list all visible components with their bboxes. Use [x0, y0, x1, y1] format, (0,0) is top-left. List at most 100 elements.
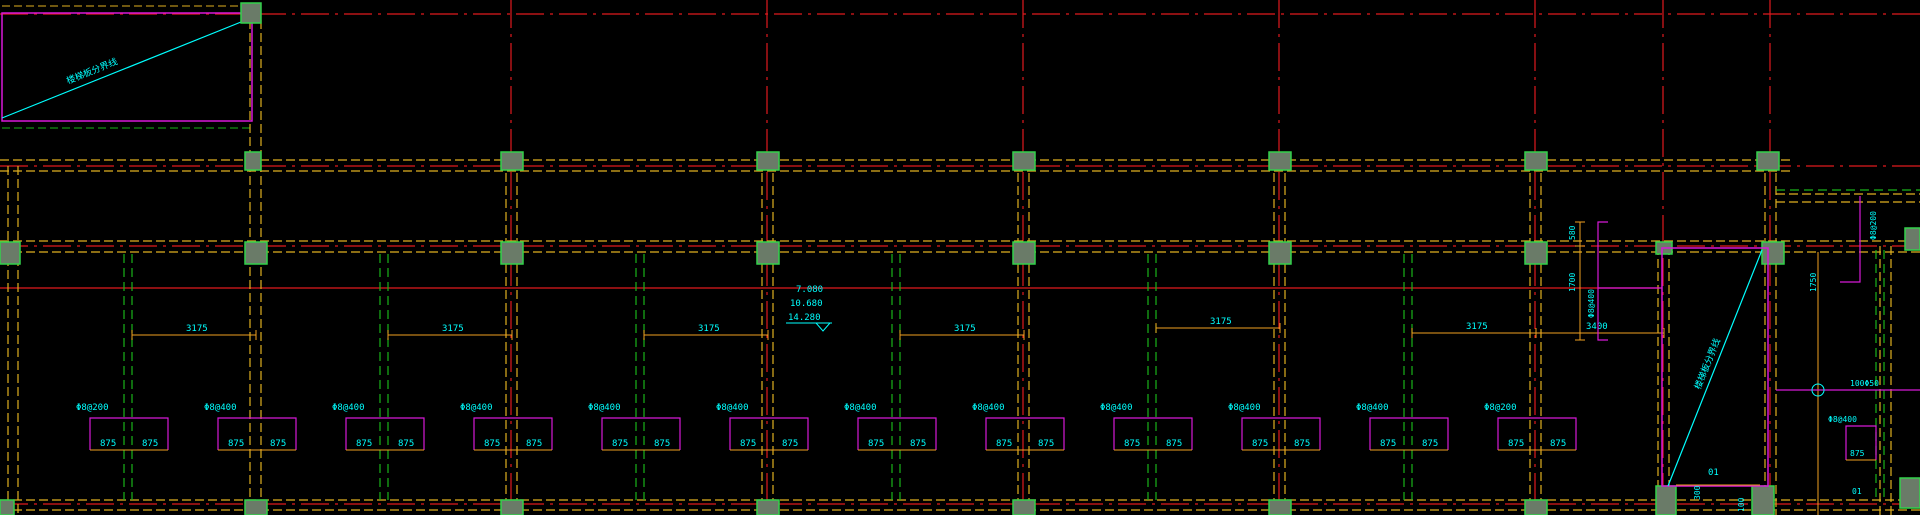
top-left-bay-outline — [1, 12, 253, 122]
rebar-note: Φ8@400 — [844, 403, 877, 413]
rebar-group: 875 875 — [729, 417, 809, 451]
column — [1761, 241, 1785, 265]
rebar-dim-text: 875 — [782, 439, 798, 449]
rebar-bracket — [729, 417, 809, 450]
rebar-dim-text: 875 — [484, 439, 500, 449]
column — [1751, 485, 1775, 515]
rebar-note: Φ8@400 — [1228, 403, 1261, 413]
note-lower-right: Φ8@400 — [1828, 415, 1857, 424]
rebar-note: Φ8@200 — [76, 403, 109, 413]
beams — [0, 20, 1920, 515]
elevation-1: 7.080 — [796, 285, 823, 295]
column — [1756, 151, 1780, 171]
elevation-triangle-icon — [814, 322, 832, 332]
column — [500, 499, 524, 515]
rebar-dim-text: 875 — [740, 439, 756, 449]
column — [244, 499, 268, 515]
rebar-group: 875 875 — [1369, 417, 1449, 451]
column — [1524, 151, 1548, 171]
stair-outline — [1661, 247, 1769, 487]
rebar-bracket — [1369, 417, 1449, 450]
rebar-dim-text: 875 — [868, 439, 884, 449]
rebar-dim-text: 875 — [100, 439, 116, 449]
rebar-group: 875 875 — [473, 417, 553, 451]
rebar-dim-text: 875 — [1380, 439, 1396, 449]
rebar-group: 875 875 — [1113, 417, 1193, 451]
rebar-dim-text: 875 — [1294, 439, 1310, 449]
elevation-marker: 7.080 10.680 14.280 — [786, 285, 832, 332]
column — [500, 151, 524, 171]
column — [244, 151, 262, 171]
column — [1524, 241, 1548, 265]
rebar-bracket — [1113, 417, 1193, 450]
top-dimension-texts: 3175 3175 3175 3175 3175 3175 3400 — [186, 317, 1608, 334]
rebar-dim-text: 875 — [996, 439, 1012, 449]
note-vertical: Φ8@400 — [1587, 289, 1596, 318]
rebar-bracket — [1497, 417, 1577, 450]
rebar-dim-text: 875 — [1124, 439, 1140, 449]
column — [756, 151, 780, 171]
column — [1012, 151, 1036, 171]
rebar-group: 875 875 — [985, 417, 1065, 451]
rebar-vertical-bracket — [1597, 221, 1608, 341]
rebar-group: 875 875 — [89, 417, 169, 451]
rebar-note: Φ8@400 — [204, 403, 237, 413]
rebar-note: Φ8@400 — [460, 403, 493, 413]
column — [1012, 241, 1036, 265]
rebar-dim-text: 875 — [526, 439, 542, 449]
rebar-dim-text: 875 — [1422, 439, 1438, 449]
column — [1524, 499, 1548, 515]
rebar-group: 875 875 — [217, 417, 297, 451]
stair-label-01: 01 — [1708, 468, 1719, 478]
column — [1268, 151, 1292, 171]
slab-lines — [123, 189, 1920, 500]
dim-1750: 1750 — [1809, 273, 1818, 292]
rebar-bracket — [1241, 417, 1321, 450]
rebar-group: 875 875 — [1241, 417, 1321, 451]
dim-text: 3175 — [442, 324, 464, 334]
rebar-note: Φ8@400 — [332, 403, 365, 413]
right-lower-bracket — [1845, 425, 1877, 460]
column — [0, 241, 21, 265]
rebar-notes: Φ8@200 Φ8@400 Φ8@400 Φ8@400 Φ8@400 Φ8@40… — [76, 403, 1517, 413]
column — [240, 2, 262, 24]
dim-text: 3175 — [186, 324, 208, 334]
rebar-note: Φ8@400 — [1356, 403, 1389, 413]
rebar-dim-text: 875 — [910, 439, 926, 449]
elevation-2: 10.680 — [790, 299, 823, 309]
rebar-group: 875 875 — [857, 417, 937, 451]
section-circle-icon — [1811, 383, 1825, 397]
rebar-dim-text: 875 — [398, 439, 414, 449]
dim-1700: 1700 — [1568, 273, 1577, 292]
column — [244, 241, 268, 265]
rebar-dim-text: 875 — [270, 439, 286, 449]
column — [1899, 477, 1920, 509]
rebar-bracket — [857, 417, 937, 450]
rebar-dim-text: 875 — [356, 439, 372, 449]
dim-580: 580 — [1568, 225, 1577, 240]
note-dim-right: 100Φ50 — [1850, 379, 1879, 388]
rebar-bracket — [985, 417, 1065, 450]
rebar-dim-text: 875 — [1166, 439, 1182, 449]
rebar-dim-text: 875 — [654, 439, 670, 449]
rebar-group: 875 875 — [1497, 417, 1577, 451]
rebar-group: 875 875 — [345, 417, 425, 451]
rebar-dim-text: 875 — [612, 439, 628, 449]
rebar-bracket — [601, 417, 681, 450]
dim-875-right: 875 — [1850, 449, 1865, 458]
top-dimensions — [131, 323, 1665, 340]
column — [1268, 499, 1292, 515]
dim-text: 3175 — [1466, 322, 1488, 332]
rebar-bracket — [473, 417, 553, 450]
stair-diagonal — [1667, 249, 1763, 487]
column — [756, 499, 780, 515]
dim-text: 3175 — [698, 324, 720, 334]
stair-dim-100: 100 — [1737, 497, 1746, 512]
dim-text: 3175 — [1210, 317, 1232, 327]
column — [1904, 227, 1920, 251]
top-left-bay-diagonal — [1, 19, 247, 119]
